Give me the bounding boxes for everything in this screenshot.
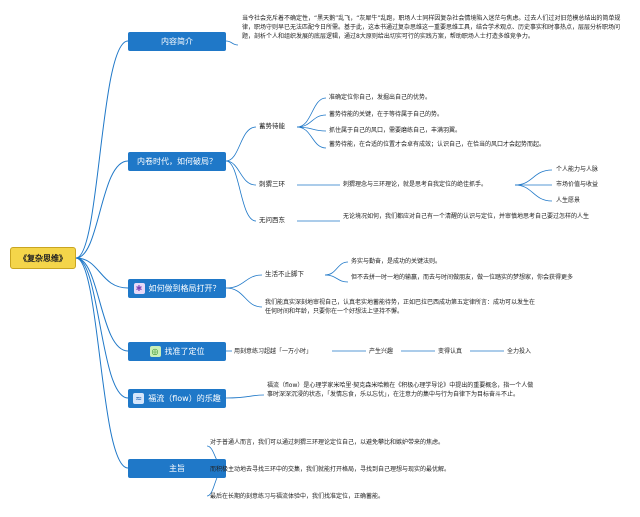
branch-position-title: 找准了定位 [164, 347, 205, 356]
breakout-text: 我们能真实深刻地审视自己，认真老实地蓄能待势，正如巴拉巴西成功第五定律所言：成功… [265, 299, 536, 315]
era-sub-2-item-3: 人生愿景 [556, 197, 581, 204]
branch-flow[interactable]: ≈ 福流（flow）的乐趣 [128, 389, 226, 408]
position-step-2: 产生兴趣 [369, 348, 394, 355]
era-sub-2-desc: 刺猬理念与三环理论，就是思考自我定位的绝佳抓手。 [343, 181, 488, 188]
era-sub-1-item-4: 蓄势待能，在合适的位置才会卓有成效；认识自己，在恰当的风口才会起势而起。 [329, 141, 546, 148]
era-sub-label-1: 蓄势待能 [259, 122, 285, 130]
breakout-sub-item-1: 务实与勤奋，是成功的关键法则。 [351, 258, 442, 265]
branch-intro[interactable]: 内容简介 [128, 32, 226, 51]
era-sub-2-item-2: 市场价值与收益 [556, 181, 599, 188]
summary-item-3: 最后在长期的刻意练习与福流体验中，我们找准定位，正确蓄能。 [210, 493, 385, 500]
root-label: 《复杂思维》 [19, 253, 67, 263]
breakout-sub-label: 生活不止脚下 [265, 270, 304, 278]
position-step-1: 用刻意练习超越「一万小时」 [234, 348, 313, 355]
branch-position[interactable]: ◎ 找准了定位 [128, 342, 226, 361]
summary-item-2: 而积极主动地去寻找三环中的交集，我们就能打开格局，寻找到自己理想与现实的最优解。 [210, 466, 451, 473]
era-sub-label-3: 无问西东 [259, 216, 285, 224]
position-step-4: 全力投入 [507, 348, 532, 355]
people-icon: ✱ [133, 283, 145, 294]
branch-summary-title: 主旨 [169, 464, 185, 473]
flow-text: 福流（flow）是心理学家米哈里·契克森米哈赖在《积极心理学导论》中提出的重要概… [267, 382, 534, 398]
branch-era[interactable]: 内卷时代，如何破局？ [128, 152, 226, 171]
era-sub-1-item-3: 抓住属于自己的风口，需要磨练自己，丰满羽翼。 [329, 127, 462, 134]
branch-era-title: 内卷时代，如何破局？ [137, 157, 217, 166]
target-icon: ◎ [149, 346, 161, 357]
intro-text: 当今社会充斥着不确定性，“黑天鹅”乱飞，“灰犀牛”乱跑，职场人士同样因复杂社会情… [242, 15, 621, 40]
position-step-3: 变得认真 [438, 348, 463, 355]
era-sub-1-item-1: 准确定位你自己，发掘出自己的优势。 [329, 94, 432, 101]
root-node[interactable]: 《复杂思维》 [10, 247, 76, 269]
era-sub-3-desc: 无论境况如何，我们都应对自己有一个清醒的认识与定位，并审慎地思考自己要过怎样的人… [343, 213, 590, 220]
branch-summary[interactable]: 主旨 [128, 459, 226, 478]
breakout-sub-item-2: 但不去拼一时一地的输赢，而去与时间做朋友，做一位踏实的梦想家，你会获得更多 [351, 274, 574, 281]
branch-flow-title: 福流（flow）的乐趣 [148, 394, 221, 403]
era-sub-2-item-1: 个人能力与人脉 [556, 166, 599, 173]
branch-intro-title: 内容简介 [161, 37, 193, 46]
era-sub-label-2: 刺猬三环 [259, 180, 285, 188]
branch-breakout[interactable]: ✱ 如何做到格局打开？ [128, 279, 226, 298]
flow-icon: ≈ [133, 393, 145, 404]
branch-breakout-title: 如何做到格局打开？ [148, 284, 221, 293]
summary-item-1: 对于普通人而言，我们可以通过刺猬三环理论定位自己，以避免攀比和嫉妒带来的焦虑。 [210, 439, 445, 446]
era-sub-1-item-2: 蓄势待能的关键，在于等待属于自己的势。 [329, 111, 444, 118]
